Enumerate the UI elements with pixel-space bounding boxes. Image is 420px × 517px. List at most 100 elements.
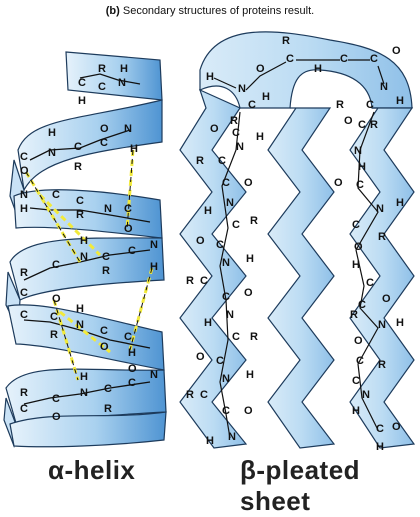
atom: C: [52, 259, 60, 271]
atom: C: [358, 299, 366, 311]
atom: R: [378, 231, 386, 243]
atom: R: [196, 155, 204, 167]
atom: R: [50, 329, 58, 341]
atom: N: [150, 369, 158, 381]
atom: O: [256, 63, 265, 75]
atom: R: [250, 331, 258, 343]
atom: C: [218, 155, 226, 167]
atom: H: [204, 317, 212, 329]
helix-atoms: R C C N H H O C N H C R N H C O N H C C …: [20, 63, 158, 423]
atom: H: [358, 161, 366, 173]
atom: C: [200, 275, 208, 287]
atom: N: [380, 81, 388, 93]
sheet-top-atoms: H N O R C H C C O N: [206, 35, 401, 95]
protein-structures-diagram: R C C N H H O C N H C R N H C O N H C C …: [3, 31, 416, 453]
atom: H: [206, 435, 214, 447]
atom: R: [370, 119, 378, 131]
atom: C: [124, 331, 132, 343]
atom: C: [340, 53, 348, 65]
atom: H: [78, 95, 86, 107]
atom: O: [344, 115, 353, 127]
atom: R: [20, 267, 28, 279]
atom: H: [76, 303, 84, 315]
atom: C: [76, 195, 84, 207]
atom: N: [118, 77, 126, 89]
atom: C: [20, 287, 28, 299]
atom: R: [282, 35, 290, 47]
atom: R: [186, 389, 194, 401]
atom: C: [74, 141, 82, 153]
atom: N: [20, 189, 28, 201]
atom: H: [80, 235, 88, 247]
atom: H: [396, 317, 404, 329]
atom: R: [378, 359, 386, 371]
atom: H: [256, 131, 264, 143]
beta-pleated-sheet: H N O R C H C C O N C H R C O N H C: [179, 31, 416, 453]
atom: N: [48, 147, 56, 159]
atom: C: [232, 331, 240, 343]
atom: N: [236, 141, 244, 153]
atom: N: [222, 257, 230, 269]
atom: C: [352, 219, 360, 231]
atom: O: [244, 177, 253, 189]
atom: N: [354, 145, 362, 157]
atom: C: [376, 423, 384, 435]
atom: N: [362, 389, 370, 401]
atom: O: [124, 223, 133, 235]
atom: H: [80, 371, 88, 383]
atom: N: [124, 123, 132, 135]
atom: O: [334, 177, 343, 189]
atom: R: [250, 215, 258, 227]
alpha-helix: R C C N H H O C N H C R N H C O N H C C …: [3, 51, 167, 448]
atom: C: [52, 189, 60, 201]
atom: N: [104, 203, 112, 215]
atom: H: [130, 143, 138, 155]
figure-caption: (b) Secondary structures of proteins res…: [0, 5, 420, 17]
atom: C: [352, 375, 360, 387]
atom: O: [392, 45, 401, 57]
atom: C: [366, 277, 374, 289]
atom: R: [74, 161, 82, 173]
atom: C: [52, 393, 60, 405]
atom: C: [78, 77, 86, 89]
caption-text: Secondary structures of proteins result.: [122, 5, 315, 17]
atom: O: [354, 241, 363, 253]
atom: N: [76, 319, 84, 331]
atom: O: [100, 341, 109, 353]
atom: O: [244, 405, 253, 417]
atom: C: [358, 119, 366, 131]
atom: C: [20, 151, 28, 163]
atom: C: [216, 355, 224, 367]
atom: O: [210, 123, 219, 135]
atom: H: [396, 95, 404, 107]
atom: H: [206, 71, 214, 83]
atom: H: [376, 441, 384, 453]
atom: R: [230, 115, 238, 127]
atom: C: [286, 53, 294, 65]
atom: N: [378, 319, 386, 331]
atom: O: [128, 363, 137, 375]
atom: N: [376, 203, 384, 215]
atom: R: [102, 265, 110, 277]
atom: C: [102, 251, 110, 263]
atom: O: [20, 165, 29, 177]
atom: C: [100, 325, 108, 337]
atom: N: [226, 309, 234, 321]
atom: O: [382, 293, 391, 305]
atom: H: [120, 63, 128, 75]
atom: O: [100, 123, 109, 135]
atom: C: [248, 99, 256, 111]
atom: O: [52, 411, 61, 423]
atom: C: [50, 311, 58, 323]
atom: C: [356, 179, 364, 191]
atom: C: [370, 53, 378, 65]
atom: H: [262, 91, 270, 103]
atom: H: [352, 405, 360, 417]
beta-pleated-sheet-label: β-pleated sheet: [240, 455, 361, 516]
atom: C: [222, 177, 230, 189]
atom: C: [366, 99, 374, 111]
sheet-right-atoms: R C H O C R N H O C N H C R O H C O C R …: [334, 95, 404, 453]
atom: C: [104, 383, 112, 395]
atom: H: [314, 63, 322, 75]
atom: R: [76, 209, 84, 221]
